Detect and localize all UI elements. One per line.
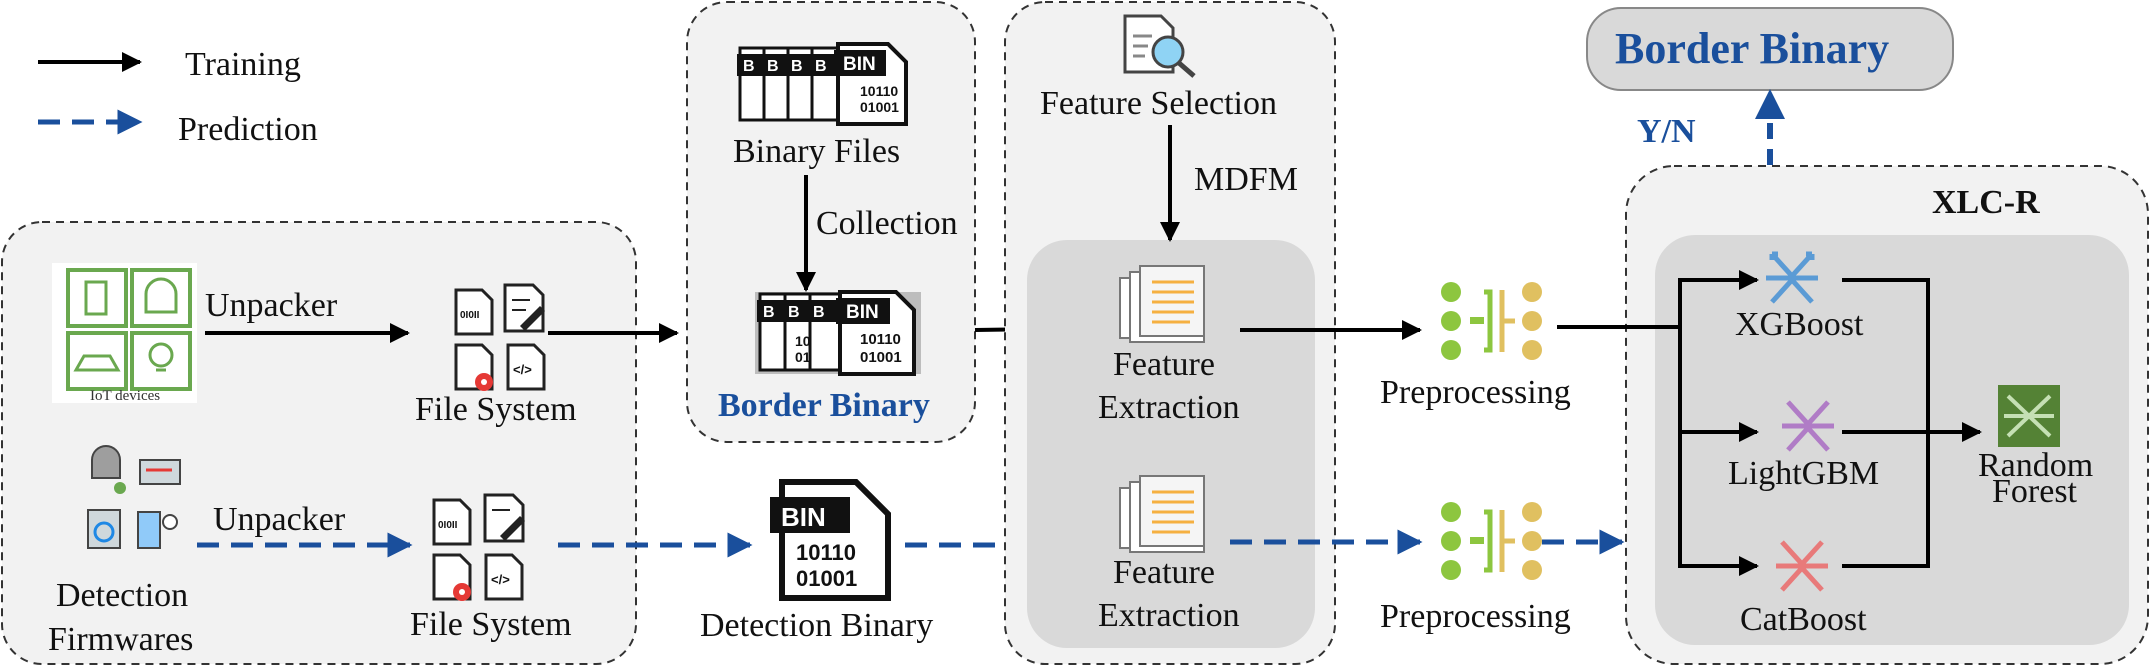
random-forest-line2: Forest — [1992, 473, 2078, 510]
binary-files-label: Binary Files — [733, 133, 900, 170]
svg-text:01: 01 — [795, 349, 811, 365]
svg-text:B: B — [815, 58, 827, 75]
random-forest-line1: Random — [1978, 447, 2093, 484]
detection-binary-icon: BIN 10110 01001 — [770, 479, 891, 601]
catboost-label: CatBoost — [1740, 601, 1867, 638]
feature-selection-label: Feature Selection — [1040, 85, 1277, 122]
svg-text:B: B — [763, 304, 775, 321]
file-system-label-bottom: File System — [410, 606, 572, 643]
output-border-binary-label: Border Binary — [1615, 24, 1889, 73]
detection-firmwares-line1: Detection — [56, 577, 188, 614]
svg-text:10: 10 — [795, 333, 811, 349]
svg-text:10110: 10110 — [796, 540, 856, 565]
svg-text:B: B — [791, 58, 803, 75]
feature-extraction-inner-panel — [1027, 240, 1315, 648]
detection-firmwares-line2: Firmwares — [48, 621, 193, 658]
unpacker-label-top: Unpacker — [205, 287, 338, 324]
feature-extraction-bottom-line1: Feature — [1113, 554, 1215, 591]
preprocessing-icon-top — [1441, 282, 1542, 360]
mdfm-label: MDFM — [1194, 161, 1298, 198]
svg-text:01001: 01001 — [796, 566, 857, 591]
preprocessing-icon-bottom — [1441, 502, 1542, 580]
svg-text:10110: 10110 — [860, 83, 898, 99]
preprocessing-label-bottom: Preprocessing — [1380, 598, 1571, 635]
file-system-label-top: File System — [415, 391, 577, 428]
svg-text:0I0II: 0I0II — [460, 310, 480, 321]
catboost-icon — [1776, 540, 1828, 592]
file-system-icon-bottom: 0I0II </> — [432, 493, 525, 601]
svg-text:01001: 01001 — [860, 99, 899, 115]
lightgbm-icon — [1782, 400, 1834, 452]
collection-label: Collection — [816, 205, 958, 242]
svg-text:B: B — [767, 58, 779, 75]
detection-binary-label: Detection Binary — [700, 607, 933, 644]
preprocessing-label-top: Preprocessing — [1380, 374, 1571, 411]
random-forest-icon — [1998, 385, 2060, 447]
feature-extraction-top-line1: Feature — [1113, 346, 1215, 383]
svg-text:B: B — [743, 58, 755, 75]
model-panel-title: XLC-R — [1932, 184, 2040, 221]
yn-label: Y/N — [1637, 113, 1696, 150]
svg-text:B: B — [813, 304, 825, 321]
file-system-icon-top: 0I0II </> — [454, 283, 546, 391]
feature-extraction-bottom-line2: Extraction — [1098, 597, 1240, 634]
svg-text:</>: </> — [513, 362, 532, 377]
svg-text:BIN: BIN — [846, 302, 879, 323]
unpacker-label-bottom: Unpacker — [213, 501, 346, 538]
svg-text:0I0II: 0I0II — [438, 520, 458, 531]
xgboost-icon — [1766, 251, 1818, 304]
iot-devices-caption: IoT devices — [90, 388, 160, 404]
binary-files-icon: B B B B BIN 10110 01001 — [737, 42, 908, 126]
legend-prediction-label: Prediction — [178, 111, 318, 148]
svg-text:BIN: BIN — [781, 502, 826, 532]
border-binary-icon: B B 10 01 B BIN 10110 01001 — [755, 290, 921, 376]
xgboost-label: XGBoost — [1735, 306, 1864, 343]
feature-selection-icon — [1123, 14, 1196, 78]
feature-extraction-icon-top — [1119, 265, 1205, 343]
detection-firmwares-icon — [87, 445, 181, 549]
iot-devices-icon: IoT devices — [52, 263, 197, 404]
svg-text:10110: 10110 — [860, 331, 901, 348]
svg-text:01001: 01001 — [860, 349, 902, 366]
feature-extraction-icon-bottom — [1119, 475, 1205, 553]
lightgbm-label: LightGBM — [1728, 455, 1879, 492]
legend-training-label: Training — [185, 46, 301, 83]
border-binary-label: Border Binary — [718, 387, 930, 424]
model-inner-panel — [1655, 235, 2129, 645]
svg-text:</>: </> — [491, 572, 510, 587]
svg-text:BIN: BIN — [843, 54, 876, 75]
legend: Training Prediction — [38, 46, 318, 148]
svg-text:B: B — [788, 304, 800, 321]
feature-extraction-top-line2: Extraction — [1098, 389, 1240, 426]
